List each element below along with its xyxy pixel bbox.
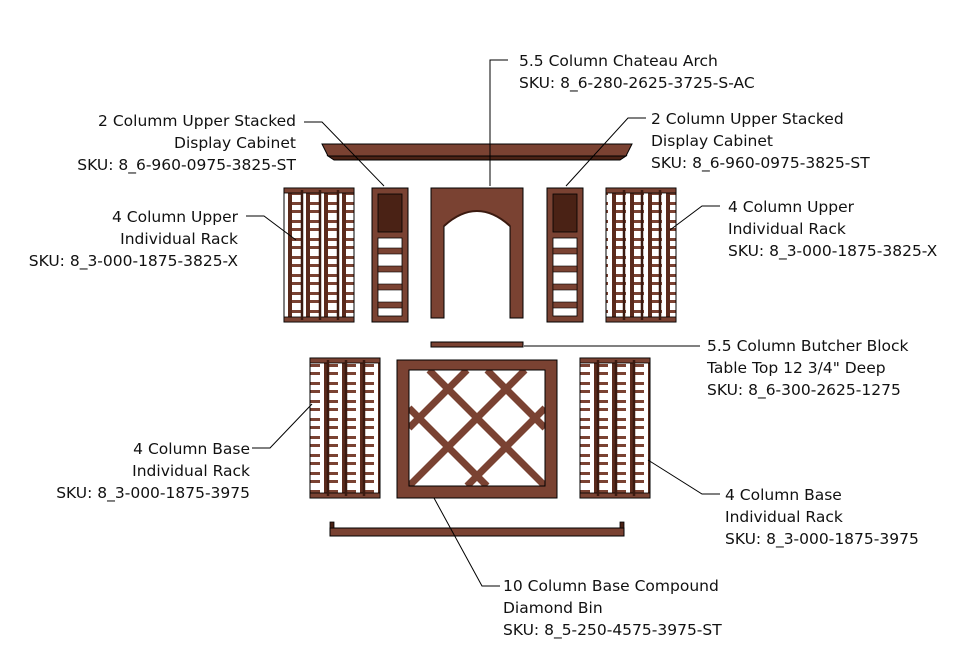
upper-rack-right-sku: SKU: 8_3-000-1875-3825-X	[728, 242, 938, 260]
upper-cabinet-right-line1: 2 Column Upper Stacked	[651, 110, 844, 128]
leader-upper-cabinet-right	[565, 117, 646, 187]
label-upper-rack-right: 4 Column Upper Individual Rack SKU: 8_3-…	[728, 196, 937, 262]
base-right-rack	[579, 357, 651, 499]
diamond-bin-line1: 10 Column Base Compound	[503, 577, 719, 595]
base-rack-left-line2: Individual Rack	[132, 462, 250, 480]
table-top-line2: Table Top 12 3/4" Deep	[707, 359, 886, 377]
diamond-bin	[396, 359, 558, 499]
chateau-arch	[430, 187, 524, 319]
base-left-rack	[309, 357, 381, 499]
leader-chateau-arch	[489, 59, 508, 186]
base-rack-right-sku: SKU: 8_3-000-1875-3975	[725, 530, 919, 548]
label-upper-cabinet-left: 2 Columm Upper Stacked Display Cabinet S…	[77, 110, 296, 176]
upper-rack-left-sku: SKU: 8_3-000-1875-3825-X	[28, 252, 238, 270]
upper-cabinet-right-sku: SKU: 8_6-960-0975-3825-ST	[651, 154, 870, 172]
chateau-arch-sku: SKU: 8_6-280-2625-3725-S-AC	[519, 74, 755, 92]
upper-left-rack	[283, 187, 355, 323]
upper-cabinet-left-sku: SKU: 8_6-960-0975-3825-ST	[77, 156, 296, 174]
base-rack-left-sku: SKU: 8_3-000-1875-3975	[56, 484, 250, 502]
butcher-block-table-top	[430, 341, 524, 348]
upper-cabinet-left-line2: Display Cabinet	[174, 134, 296, 152]
upper-rack-left-line1: 4 Column Upper	[111, 208, 238, 226]
upper-rack-right-line1: 4 Column Upper	[728, 198, 855, 216]
label-table-top: 5.5 Column Butcher Block Table Top 12 3/…	[707, 335, 909, 401]
upper-cabinet-right-line2: Display Cabinet	[651, 132, 773, 150]
leader-base-rack-right	[647, 459, 720, 495]
diamond-bin-line2: Diamond Bin	[503, 599, 603, 617]
chateau-arch-name: 5.5 Column Chateau Arch	[519, 52, 718, 70]
table-top-line1: 5.5 Column Butcher Block	[707, 337, 909, 355]
label-chateau-arch: 5.5 Column Chateau Arch SKU: 8_6-280-262…	[519, 50, 755, 94]
label-base-rack-right: 4 Column Base Individual Rack SKU: 8_3-0…	[725, 484, 919, 550]
leader-base-rack-left	[252, 403, 313, 449]
upper-crown-molding	[321, 143, 633, 161]
leader-diamond-bin	[433, 497, 500, 587]
diamond-bin-sku: SKU: 8_5-250-4575-3975-ST	[503, 621, 722, 639]
leader-lines	[246, 59, 720, 587]
upper-left-cabinet	[371, 187, 409, 323]
leader-upper-rack-right	[669, 205, 720, 231]
label-upper-cabinet-right: 2 Column Upper Stacked Display Cabinet S…	[651, 108, 870, 174]
upper-cabinet-left-line1: 2 Columm Upper Stacked	[98, 112, 296, 130]
label-diamond-bin: 10 Column Base Compound Diamond Bin SKU:…	[503, 575, 722, 641]
upper-right-cabinet	[546, 187, 584, 323]
base-rack-right-line1: 4 Column Base	[725, 486, 842, 504]
base-rack-left-line1: 4 Column Base	[133, 440, 250, 458]
table-top-sku: SKU: 8_6-300-2625-1275	[707, 381, 901, 399]
upper-right-rack	[605, 187, 677, 323]
leader-upper-rack-left	[246, 215, 297, 241]
base-rack-right-line2: Individual Rack	[725, 508, 843, 526]
upper-rack-left-line2: Individual Rack	[120, 230, 238, 248]
base-toe-kick	[329, 521, 625, 537]
label-upper-rack-left: 4 Column Upper Individual Rack SKU: 8_3-…	[29, 206, 238, 272]
label-base-rack-left: 4 Column Base Individual Rack SKU: 8_3-0…	[56, 438, 250, 504]
upper-rack-right-line2: Individual Rack	[728, 220, 846, 238]
leader-upper-cabinet-left	[304, 121, 385, 187]
